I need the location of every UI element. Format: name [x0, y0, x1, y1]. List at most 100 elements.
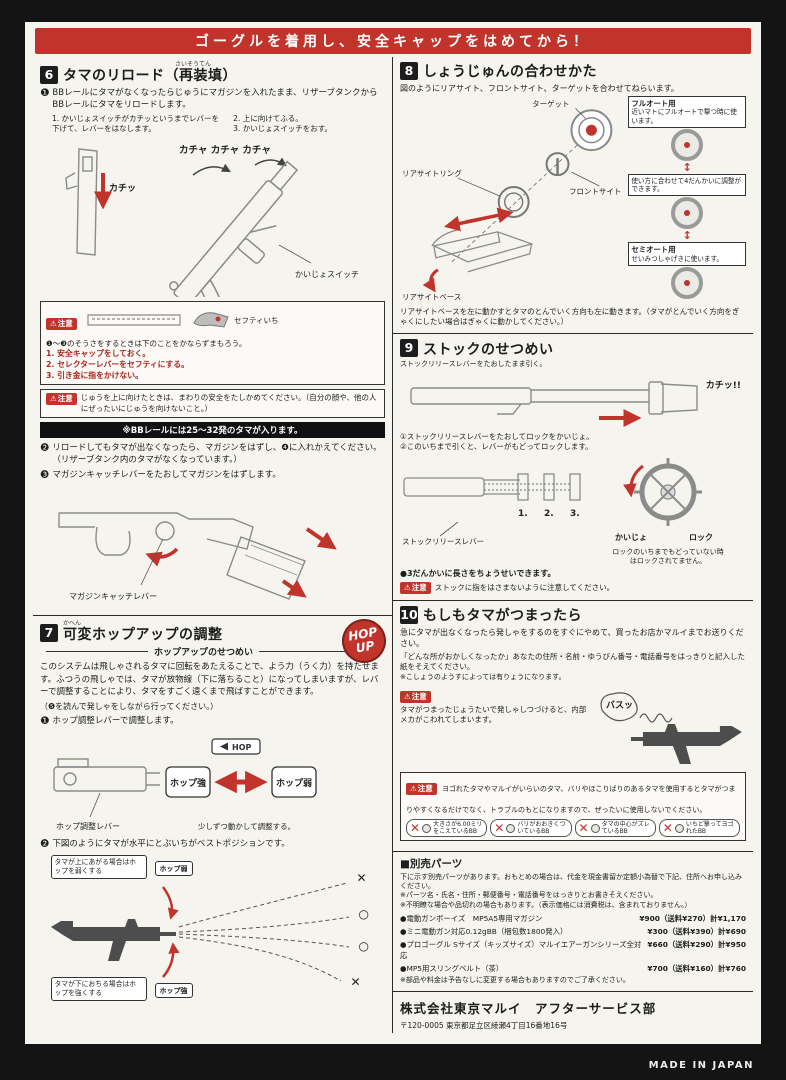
- cross-mark: ✕: [356, 871, 367, 886]
- stock-lengths-sketch: [403, 473, 581, 501]
- manual-page: ゴーグルを着用し、安全キャップをはめてから！ 6 さいそうてん タマのリロード（…: [25, 22, 761, 1044]
- section-title: 可変ホップアップの調整: [63, 626, 223, 643]
- stock-positions-sketch: 1. 2. 3. ストックリリースレバー: [402, 473, 581, 546]
- bad-bb-caption: バリがおおきくついているBB: [517, 820, 566, 836]
- updown-arrow-icon: ↕: [682, 229, 692, 243]
- kacha-label: カチャ カチャ カチャ: [179, 145, 271, 156]
- caution-label: 注意: [57, 319, 73, 329]
- sighting-intro: 図のようにリアサイト、フロントサイト、ターゲットを合わせてねらいます。: [400, 84, 679, 93]
- stock-sketch: [410, 380, 698, 415]
- section-stock: 9 ストックのせつめい ストックリリースレバーをたおしたまま引く。 カチッ!!: [393, 334, 753, 602]
- red-arrow-icon: [444, 216, 483, 232]
- warning-icon: ⚠: [50, 394, 57, 404]
- hopup-note: （❺を読んで発しゃをしながら行ってください。）: [40, 702, 219, 712]
- red-arrow-icon: [161, 886, 179, 920]
- safety-selector-sketch: セフティいち: [87, 311, 278, 328]
- semi-auto-text: せいみつしゃげきに使います。: [631, 254, 723, 263]
- parts-row: ●ミニ電動ガン対応0.12gBB（梱包数1800発入） ¥300（送料¥390）…: [400, 926, 746, 937]
- caution-tag: ⚠注意: [46, 393, 77, 406]
- circle-mark: ○: [358, 907, 369, 922]
- jam-caution-left: ⚠注意 タマがつまったじょうたいで発しゃしつづけると、内部メカがこわれてしまいま…: [400, 684, 590, 725]
- section-sighting-header: 8 しょうじゅんの合わせかた: [400, 62, 746, 80]
- part-price: ¥660（送料¥290）計¥950: [647, 939, 746, 949]
- sighting-diagram-row: ターゲット フロントサイト リアサイトリング: [400, 96, 746, 304]
- trajectory-flat-2: [178, 933, 349, 948]
- left-column: 6 さいそうてん タマのリロード（再装填） ❶ BBレールにタマがなくなったらじ…: [33, 57, 393, 1033]
- red-arrow-icon: [305, 526, 337, 550]
- section-title-stack: かへん 可変ホップアップの調整: [63, 619, 223, 643]
- bb-capacity-note: ※BBレールには25〜32発のタマが入ります。: [40, 421, 385, 438]
- updown-arrow-icon: ↕: [682, 160, 692, 174]
- stock-caution-text: ストックに指をはさまないように注意してください。: [434, 583, 615, 593]
- caution-tag: ⚠注意: [46, 318, 77, 331]
- full-auto-box: フルオート用 近いマトにフルオートで撃つ時に使います。: [628, 96, 746, 128]
- bad-bb-row: ✕ 大きさが6.00ミリをこえているBB ✕ バリがおおきくついているBB ✕: [406, 818, 740, 838]
- warning-icon: ⚠: [404, 691, 411, 701]
- section-number: 9: [400, 339, 418, 358]
- step-text: リロードしてもタマが出なくなったら、マガジンをはずし、❹に入れかえてください。（…: [52, 442, 382, 465]
- leader-line: [571, 171, 600, 187]
- parts-intro-1: 下に示す別売パーツがあります。おもとめの場合は、代金を現金書留か定額小為替で下記…: [400, 873, 743, 891]
- section-sighting: 8 しょうじゅんの合わせかた 図のようにリアサイト、フロントサイト、ターゲットを…: [393, 57, 753, 335]
- furigana: かへん: [63, 619, 82, 627]
- hopup-body: このシステムは飛しゃされるタマに回転をあたえることで、よう力（うく力）を持たせま…: [40, 662, 379, 697]
- cross-icon: ✕: [410, 821, 421, 836]
- parts-note: ※部品や料金は予告なしに変更する場合もありますのでご了承ください。: [400, 975, 630, 984]
- parts-intro-2: ※パーツ名・氏名・住所・郵便番号・電話番号をはっきりとお書きそえください。: [400, 891, 658, 900]
- parts-title: ■別売パーツ: [400, 858, 463, 871]
- rear-sight-drum-settings: フルオート用 近いマトにフルオートで撃つ時に使います。 ↕ 使い方に合わせて4だ…: [628, 96, 746, 304]
- step-bullet: ❶: [40, 715, 50, 728]
- rear-sight-base-sketch: [431, 229, 534, 273]
- parts-row: ●プロゴーグル Sサイズ（キッズサイズ）マルイエアーガンシリーズ全対応 ¥660…: [400, 939, 746, 961]
- warning-icon: ⚠: [404, 583, 411, 593]
- gun-silhouette: [50, 919, 176, 962]
- lock-wheel-sketch: かいじょ ロック: [615, 457, 713, 542]
- section-hopup-header: 7 かへん 可変ホップアップの調整: [40, 619, 385, 643]
- right-column: 8 しょうじゅんの合わせかた 図のようにリアサイト、フロントサイト、ターゲットを…: [393, 57, 753, 1033]
- mag-catch-label: マガジンキャッチレバー: [69, 591, 157, 601]
- cross-icon: ✕: [578, 821, 589, 836]
- part-price: ¥300（送料¥390）計¥690: [647, 926, 746, 936]
- swing-arrow-icon: [254, 156, 287, 166]
- leader-line: [140, 538, 163, 585]
- caution-tag: ⚠注意: [400, 582, 431, 595]
- adjust-steps-box: 使い方に合わせて4だんかいに調整ができます。: [628, 173, 746, 197]
- hop-weak-mini-box: ホップ弱: [154, 861, 193, 877]
- hop-weak-box: [270, 766, 317, 798]
- release-label: かいじょ: [615, 533, 647, 542]
- hop-slider-icon: HOP: [210, 738, 261, 755]
- step-2: ❷ リロードしてもタマが出なくなったら、マガジンをはずし、❹に入れかえてください…: [40, 442, 385, 467]
- caution2-text: じゅうを上に向けたときは、まわりの安全をたしかめてください。（自分の顔や、他の人…: [80, 393, 377, 413]
- bb-icon: [422, 823, 432, 833]
- front-sight-label: フロントサイト: [569, 187, 621, 196]
- page-footer: 株式会社東京マルイ アフターサービス部 〒120-0005 東京都足立区綾瀬4丁…: [393, 992, 753, 1033]
- company-name: 株式会社東京マルイ アフターサービス部: [400, 1000, 657, 1016]
- caution-box-1: ⚠注意 セフティいち ❶〜❸のそうさをするときは下のことをかならずまもろう。: [40, 300, 385, 386]
- bb-icon: [506, 823, 516, 833]
- burst-cloud: [600, 692, 638, 722]
- two-column-layout: 6 さいそうてん タマのリロード（再装填） ❶ BBレールにタマがなくなったらじ…: [33, 57, 753, 1033]
- sighting-footer: リアサイトベースを左に動かすとタマのとんでいく方向も左に動きます。（タマがとんで…: [400, 307, 740, 327]
- bad-bb-caption: いちど撃ってヨゴれたBB: [685, 820, 734, 836]
- sub-step-3: 3. かいじょスイッチをおす。: [233, 124, 332, 134]
- gun-silhouette: [631, 723, 743, 764]
- hopup-subheader: ホップアップのせつめい: [46, 645, 361, 658]
- jam-body-1: 急にタマが出なくなったら発しゃをするのをすぐにやめて、買ったお店かマルイまでお送…: [400, 628, 744, 649]
- magazine-catch-diagram: マガジンキャッチレバー: [57, 511, 337, 601]
- receiver-rear-sketch: [52, 758, 160, 792]
- kachi-label: カチッ!!: [706, 380, 741, 391]
- caution-box-2: ⚠注意 じゅうを上に向けたときは、まわりの安全をたしかめてください。（自分の顔や…: [40, 389, 385, 418]
- leader-line: [278, 244, 311, 263]
- sling-wheel-column: かいじょ ロック ロックのいちまでもどっていない時はロックされてません。: [609, 452, 727, 566]
- section-parts: ■別売パーツ 下に示す別売パーツがあります。おもとめの場合は、代金を現金書留か定…: [393, 852, 753, 992]
- parts-row: ●MP5用スリングベルト（茶） ¥700（送料¥160）計¥760: [400, 963, 746, 974]
- full-auto-text: 近いマトにフルオートで撃つ時に使います。: [631, 108, 737, 125]
- hopup-badge-bottom: UP: [354, 638, 376, 656]
- hop-lever-diagram: HOP ホップ強 ホップ弱 ホップ調整レバー 少しずつ動かして調整する。: [52, 738, 317, 831]
- bb-icon: [674, 823, 684, 833]
- leader-line: [575, 108, 586, 119]
- part-name: ●ミニ電動ガン対応0.12gBB（梱包数1800発入）: [400, 926, 568, 936]
- warning-icon: ⚠: [410, 783, 417, 793]
- target-sketch: [570, 109, 613, 152]
- lock-label: ロック: [689, 532, 713, 542]
